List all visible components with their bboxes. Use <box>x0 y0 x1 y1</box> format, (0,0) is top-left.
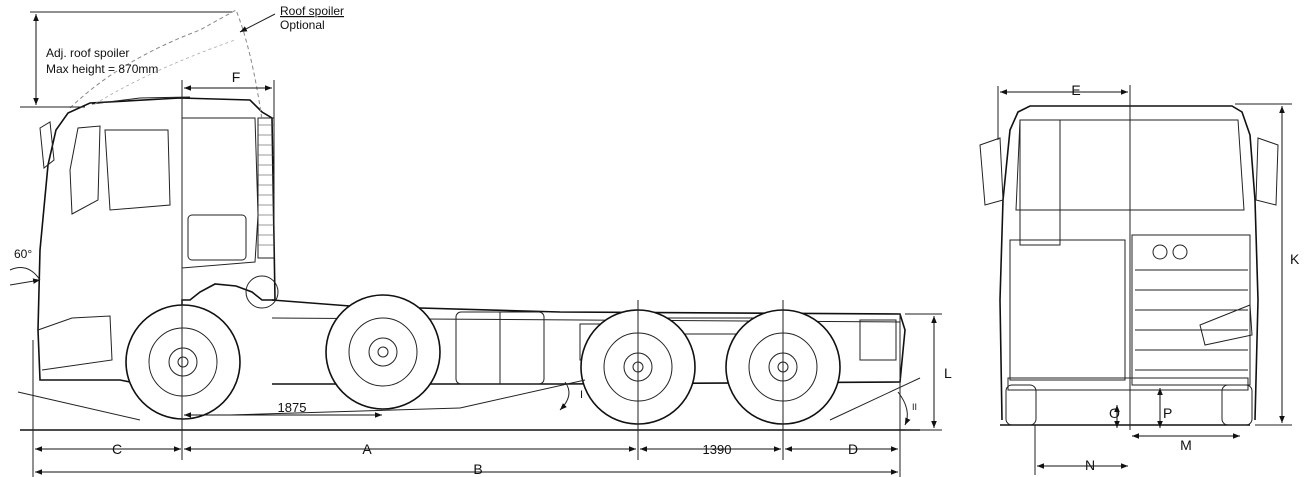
dim-B-label: B <box>473 461 482 477</box>
front-right-mirror <box>1255 137 1279 206</box>
dim-F-label: F <box>232 69 241 85</box>
angle-60-arc <box>9 267 41 281</box>
front-axle-1-wheel <box>125 304 241 420</box>
dim-P-label: P <box>1163 405 1172 421</box>
door-window <box>187 214 247 261</box>
optional-label: Optional <box>280 18 325 32</box>
front-grille <box>1131 234 1251 386</box>
front-headlight <box>1199 304 1253 346</box>
dim-M-label: M <box>1180 437 1192 453</box>
side-view: F 60° 1875 I II L C A 1390 D B Roof spoi <box>9 4 952 477</box>
windshield <box>69 125 101 215</box>
dim-1875-label: 1875 <box>278 400 307 415</box>
engine-bay <box>1009 239 1126 381</box>
roof-spoiler-label: Roof spoiler <box>280 4 344 18</box>
max-height-label: Max height = 870mm <box>46 62 158 76</box>
side-mirror <box>39 121 55 169</box>
front-bumper <box>37 315 113 371</box>
roof-spoiler-inner <box>94 39 236 105</box>
engine-upper <box>1019 119 1061 246</box>
door <box>181 117 259 269</box>
approach-angle-line <box>17 391 141 421</box>
roof-spoiler-outline <box>69 9 263 121</box>
roof-spoiler-leader <box>239 13 276 33</box>
front-cab-outline <box>999 105 1259 421</box>
front-bumper-bar <box>1007 377 1249 391</box>
cab-rear-grille-hatch <box>258 124 274 246</box>
side-window <box>104 129 171 211</box>
angle-I-arc <box>559 381 570 411</box>
dim-A-label: A <box>362 441 372 457</box>
angle-II-label: II <box>912 402 917 412</box>
front-left-mirror <box>979 137 1004 206</box>
angle-I-label: I <box>580 389 583 401</box>
angle-II-arc <box>897 391 911 426</box>
front-left-tyre <box>1005 384 1037 426</box>
cab-rear-grille <box>257 117 275 259</box>
dim-C-label: C <box>112 441 122 457</box>
front-logo-icon <box>1152 244 1188 260</box>
dim-K-label: K <box>1290 251 1300 267</box>
dim-O-label: O <box>1109 405 1120 421</box>
air-filter <box>245 275 279 309</box>
ramp-angle-line-1 <box>229 407 461 416</box>
dim-N-label: N <box>1085 457 1095 473</box>
angle-60-arrow <box>9 278 41 286</box>
front-axle-2-wheel <box>325 294 441 410</box>
dim-L-label: L <box>944 365 952 381</box>
angle-60-label: 60° <box>14 247 32 261</box>
front-windshield <box>1015 119 1245 211</box>
ramp-angle-line-2 <box>459 379 586 409</box>
front-view: E K O P M N <box>979 82 1300 475</box>
dim-1390-label: 1390 <box>703 442 732 457</box>
dim-D-label: D <box>848 441 858 457</box>
dim-E-label: E <box>1071 82 1080 98</box>
departure-angle-line <box>829 377 921 421</box>
front-right-tyre <box>1221 384 1253 426</box>
rear-light-box <box>859 319 897 361</box>
adj-roof-spoiler-label: Adj. roof spoiler <box>46 46 129 60</box>
roof-fairing <box>91 96 191 105</box>
